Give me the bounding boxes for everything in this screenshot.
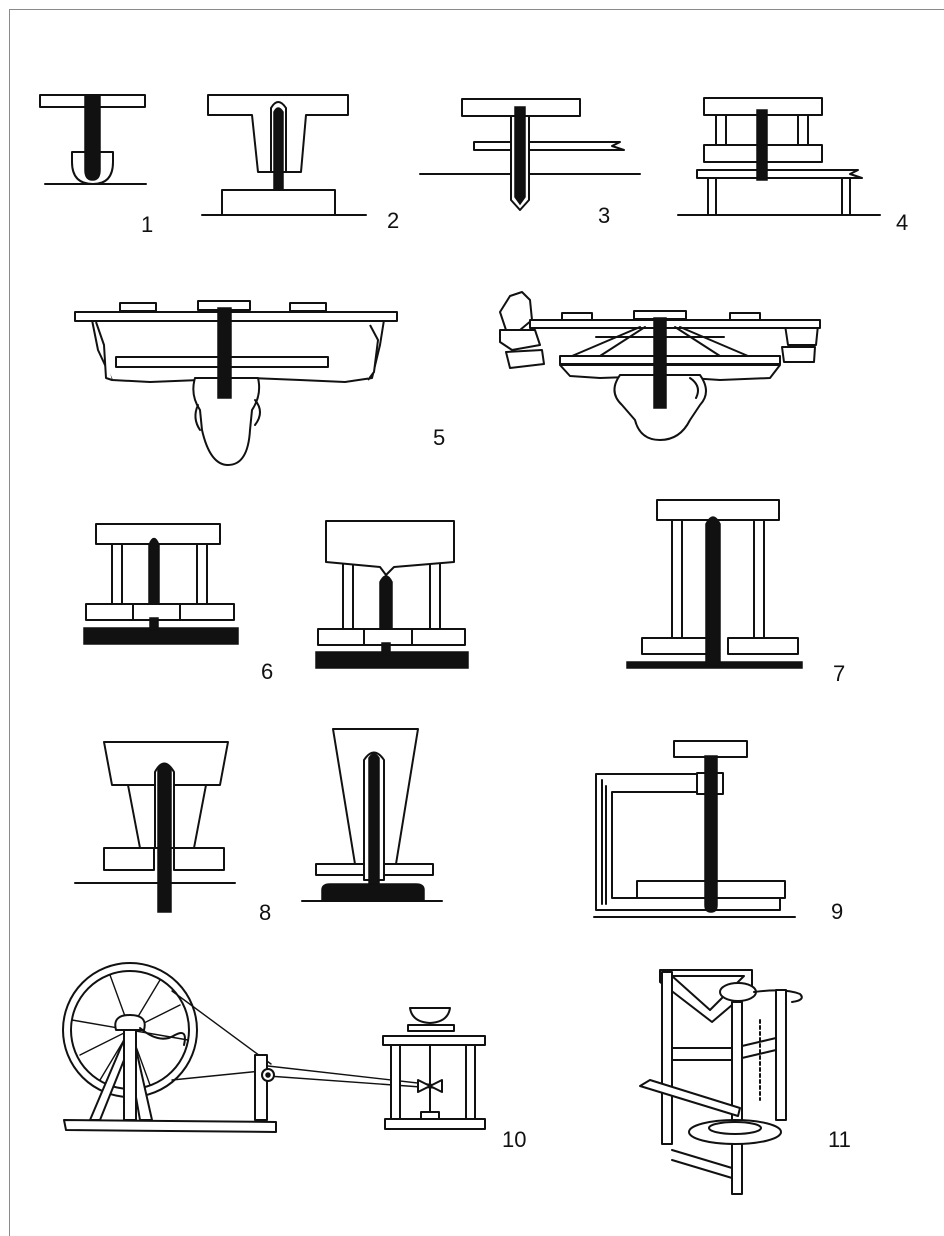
wheel-diagram-8a <box>74 741 236 913</box>
label-7: 7 <box>833 661 845 686</box>
figure-border <box>9 9 944 1236</box>
wheel-diagram-10 <box>62 962 486 1133</box>
wheel-diagram-5a <box>74 300 398 466</box>
label-8: 8 <box>259 900 271 925</box>
wheel-diagram-8b <box>301 728 443 902</box>
wheel-diagram-6a <box>83 523 239 645</box>
label-11: 11 <box>828 1127 851 1152</box>
label-4: 4 <box>896 210 908 235</box>
label-1: 1 <box>141 212 153 237</box>
wheel-diagram-11 <box>639 969 803 1195</box>
label-9: 9 <box>831 899 843 924</box>
label-10: 10 <box>502 1127 526 1152</box>
wheel-diagram-3 <box>419 98 641 211</box>
wheel-diagram-2 <box>201 94 367 216</box>
label-6: 6 <box>261 659 273 684</box>
wheel-diagram-6b <box>315 520 469 669</box>
label-2: 2 <box>387 208 399 233</box>
label-3: 3 <box>598 203 610 228</box>
wheel-diagram-9 <box>593 740 796 918</box>
wheel-diagram-1 <box>39 94 147 185</box>
label-5: 5 <box>433 425 445 450</box>
wheel-diagram-7 <box>626 499 803 669</box>
wheel-diagram-4 <box>677 97 881 216</box>
wheel-diagram-5b <box>499 291 821 441</box>
